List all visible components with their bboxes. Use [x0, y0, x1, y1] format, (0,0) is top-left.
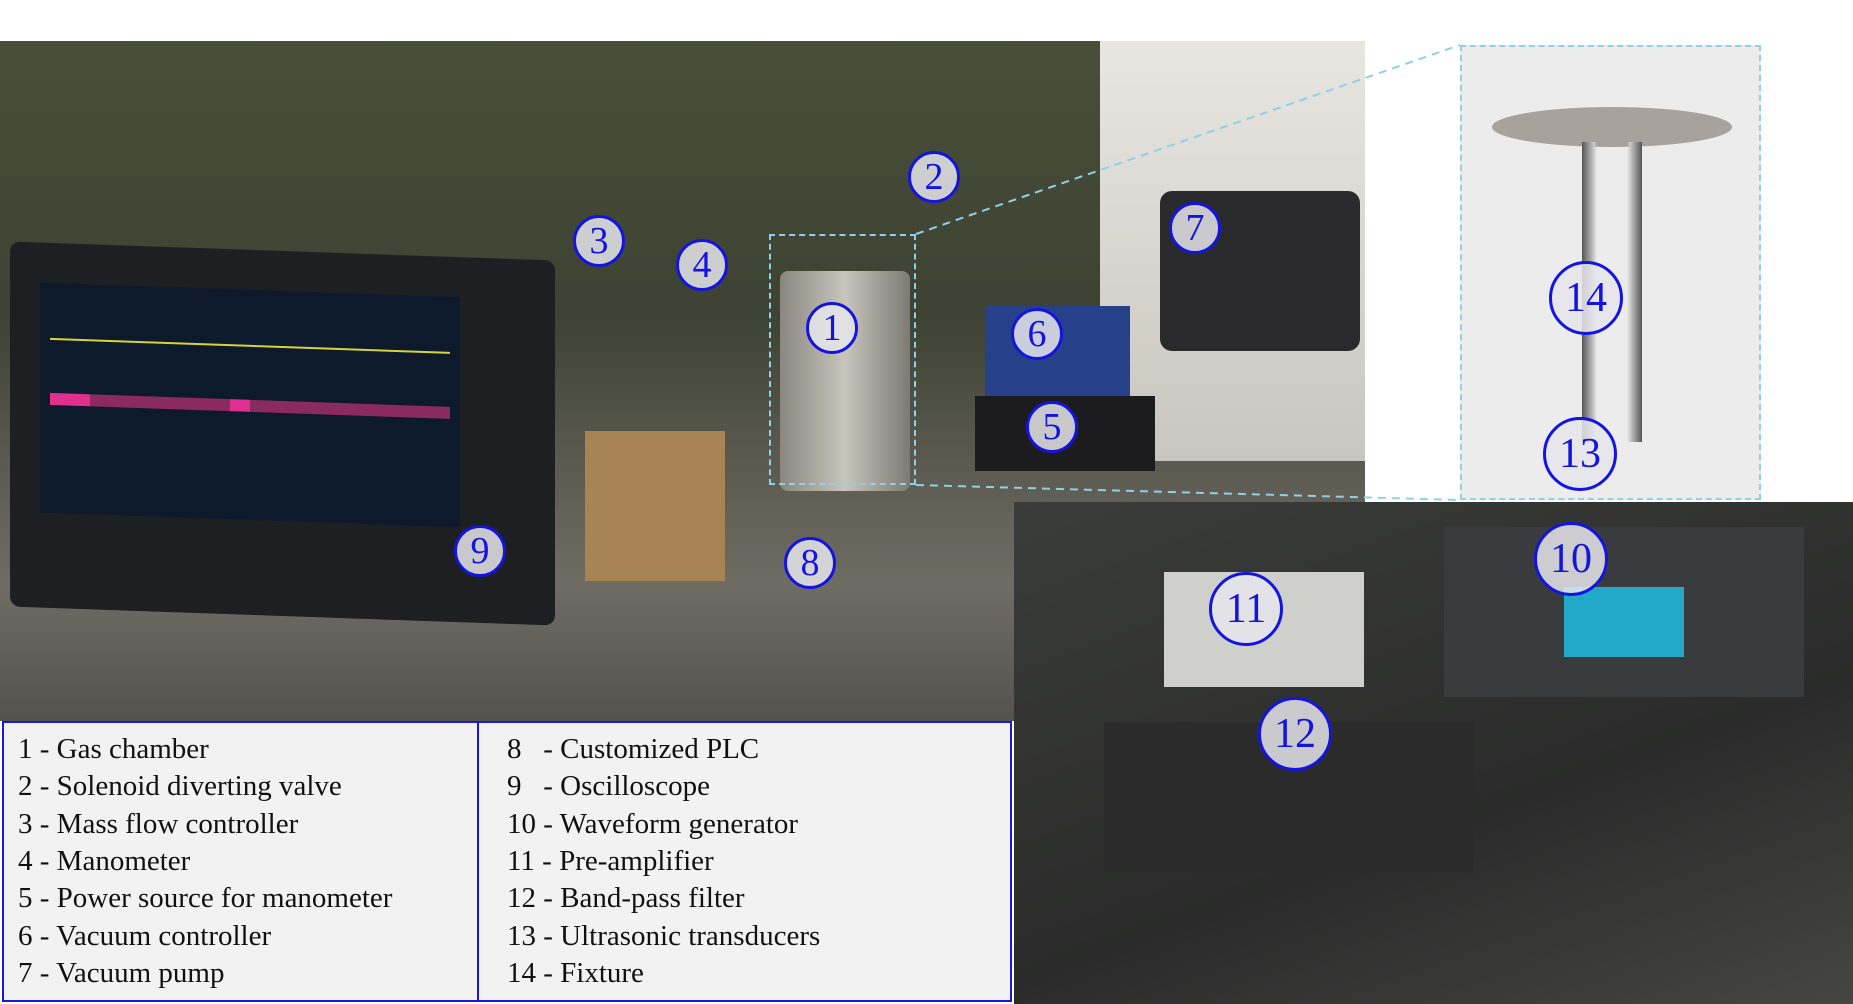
- marker-12: 12: [1258, 697, 1332, 771]
- callout-line-top: [915, 44, 1461, 235]
- legend-item: 11 - Pre-amplifier: [507, 844, 714, 877]
- legend-item: 1 - Gas chamber: [18, 733, 209, 765]
- marker-1: 1: [806, 302, 858, 354]
- waveform-generator-image: [1444, 527, 1804, 697]
- marker-11: 11: [1209, 572, 1283, 646]
- legend-item: 5 - Power source for manometer: [18, 882, 393, 915]
- legend-item: 2 - Solenoid diverting valve: [18, 770, 342, 803]
- legend-item: 9 - Oscilloscope: [507, 770, 710, 803]
- marker-10: 10: [1534, 522, 1608, 596]
- legend-item: 12 - Band-pass filter: [507, 882, 745, 915]
- main-setup-photo: [0, 41, 1365, 721]
- marker-4: 4: [676, 239, 728, 291]
- marker-6: 6: [1011, 308, 1063, 360]
- callout-box: [769, 234, 916, 485]
- marker-5: 5: [1026, 401, 1078, 453]
- signal-chain-photo: [1014, 502, 1853, 1004]
- marker-14: 14: [1549, 261, 1623, 335]
- marker-2: 2: [908, 151, 960, 203]
- legend-column-right: 8 - Customized PLC 9 - Oscilloscope 10 -…: [479, 723, 834, 1000]
- legend-item: 13 - Ultrasonic transducers: [507, 919, 821, 952]
- component-legend: 1 - Gas chamber 2 - Solenoid diverting v…: [2, 721, 1012, 1002]
- marker-8: 8: [784, 537, 836, 589]
- waveform-generator-screen: [1564, 587, 1684, 657]
- marker-9: 9: [454, 525, 506, 577]
- legend-item: 4 - Manometer: [18, 844, 191, 877]
- legend-item: 8 - Customized PLC: [507, 733, 760, 765]
- marker-13: 13: [1543, 417, 1617, 491]
- callout-line-bottom: [915, 484, 1461, 501]
- marker-3: 3: [573, 215, 625, 267]
- legend-item: 3 - Mass flow controller: [18, 807, 299, 840]
- legend-item: 14 - Fixture: [507, 956, 644, 989]
- marker-7: 7: [1169, 202, 1221, 254]
- legend-item: 6 - Vacuum controller: [18, 919, 272, 952]
- legend-item: 7 - Vacuum pump: [18, 956, 225, 989]
- fixture-top-plate: [1492, 107, 1732, 147]
- legend-item: 10 - Waveform generator: [507, 807, 799, 840]
- wood-block: [585, 431, 725, 581]
- legend-column-left: 1 - Gas chamber 2 - Solenoid diverting v…: [4, 723, 479, 1000]
